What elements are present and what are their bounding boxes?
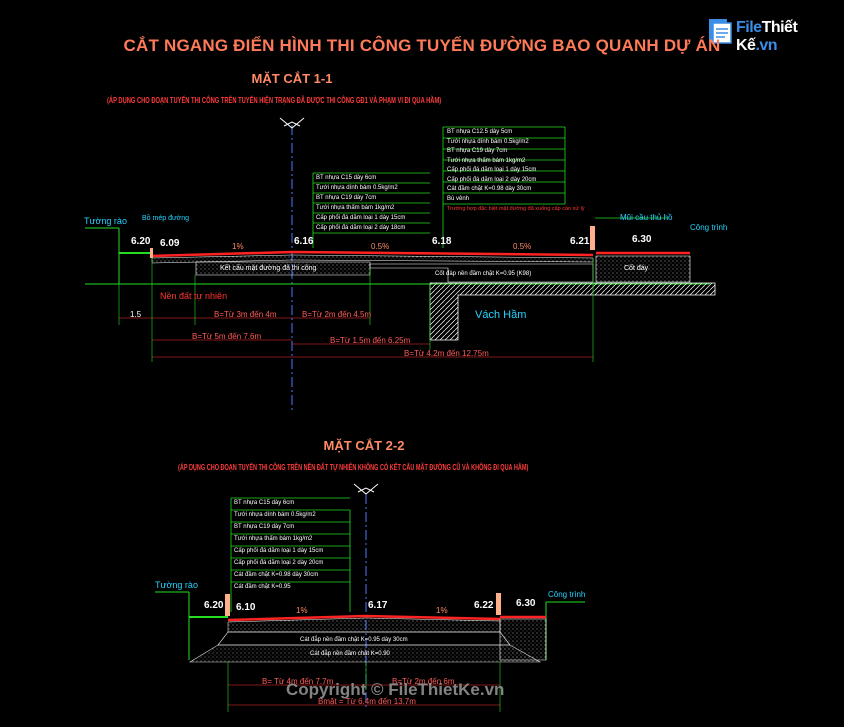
section2-fill-2: Cát đắp nền đầm chặt K=0.90 — [310, 651, 390, 657]
section2-title: MẶT CẮT 2-2 — [323, 438, 405, 453]
section2-fill-1: Cát đắp nền đầm chặt K=0.95 dày 30cm — [300, 637, 408, 643]
section1-slope-1: 1% — [232, 242, 244, 251]
section2-elev-3: 6.17 — [368, 600, 388, 611]
section2-slope-1: 1% — [296, 606, 308, 615]
drawing-title: CẮT NGANG ĐIỂN HÌNH THI CÔNG TUYẾN ĐƯỜNG… — [123, 36, 721, 55]
section2-elev-5: 6.30 — [516, 598, 536, 609]
layer-note: Cấp phối đá dăm loại 1 dày 15cm — [234, 548, 324, 554]
section1-leaders-right — [442, 126, 668, 248]
site-logo: FileThiết Kế.vn — [706, 15, 826, 54]
layer-note: Cấp phối đá dăm loại 2 dày 20cm — [447, 176, 537, 183]
section2-label-cong-trinh: Công trình — [548, 590, 586, 599]
section1-label-mui-cau: Mũi cầu thủ hồ — [620, 213, 673, 222]
section2-dim-3: Bmặt = Từ 6.4m đến 13.7m — [318, 697, 416, 706]
section2-road-surface — [227, 614, 501, 622]
section1-elev-6: 6.30 — [632, 234, 652, 245]
logo-icon — [709, 19, 732, 44]
section1-label-nen-dat: Nền đất tự nhiên — [160, 291, 228, 301]
section1-elev-3: 6.16 — [294, 236, 314, 247]
section2-elev-4: 6.22 — [474, 600, 494, 611]
layer-note: Cấp phối đá dăm loại 2 dày 20cm — [234, 560, 324, 566]
section1-centerline-symbol — [279, 117, 305, 129]
section1-elev-2: 6.09 — [160, 238, 180, 249]
section1-label-bo-mep: Bồ mép đường — [142, 215, 190, 222]
layer-note: Tưới nhựa dính bám 0.5kg/m2 — [316, 185, 398, 191]
layer-note: BT nhựa C19 dày 7cm — [316, 195, 377, 201]
layer-note: Bù vênh — [447, 195, 470, 202]
section2-centerline-symbol — [353, 483, 379, 495]
layer-note: BT nhựa C19 dày 7cm — [234, 524, 295, 530]
section1-dim-1: 1.5 — [130, 310, 142, 319]
section1-dim-4: B=Từ 5m đến 7.6m — [192, 332, 262, 341]
section1-dim-5: B=Từ 1.5m đến 6.25m — [330, 336, 411, 345]
section2-pavement — [227, 617, 501, 633]
section1-label-cot-nen: Cốt đáy — [624, 265, 649, 272]
copyright-watermark: Copyright © FileThietKe.vn — [286, 680, 505, 699]
layer-note: Tưới nhựa dính bám 0.5kg/m2 — [447, 138, 529, 145]
layer-note: Cấp phối đá dăm loại 1 dày 15cm — [316, 215, 406, 221]
section1-dim-2: B=Từ 3m đến 4m — [214, 310, 277, 319]
section1-road-surface — [149, 250, 594, 258]
section1-tunnel-wall — [429, 282, 716, 341]
layer-note: Tưới nhựa thấm bám 1kg/m2 — [316, 205, 395, 211]
layer-note: Cát đầm chặt K=0.98 dày 30cm — [447, 186, 532, 192]
section2-elev-2: 6.10 — [236, 602, 256, 613]
layer-note: Cấp phối đá dăm loại 1 dày 15cm — [447, 167, 537, 173]
section2-dim-1: B= Từ 4m đến 7.7m — [262, 677, 334, 686]
section2-slope-2: 1% — [436, 606, 448, 615]
section1-elev-5: 6.21 — [570, 236, 590, 247]
section2-elev-1: 6.20 — [204, 600, 224, 611]
logo-text: FileThiết Kế.vn — [736, 19, 798, 54]
layer-note: BT nhựa C19 dày 7cm — [447, 148, 508, 154]
section1-dimensions — [119, 317, 593, 358]
section2-label-tuong-rao: Tường rào — [155, 580, 198, 590]
section1-slope-2: 0.5% — [371, 242, 390, 251]
layer-note: Tưới nhựa thấm bám 1kg/m2 — [234, 536, 313, 542]
layer-note: Cát đầm chặt K=0.98 dày 30cm — [234, 572, 319, 578]
section1-label-tuong-rao: Tường rào — [84, 216, 127, 226]
section1-label-cot-day: Cốt đáp nền đầm chặt K=0.95 (K98) — [435, 271, 532, 277]
section1-dim-3: B=Từ 2m đến 4.5m — [302, 310, 372, 319]
section1-subtitle: (ÁP DỤNG CHO ĐOẠN TUYẾN THI CÔNG TRÊN TU… — [107, 96, 442, 105]
section1-label-ket-cau: Kết cấu mặt đường đã thi công — [220, 265, 317, 272]
section1-note-red: Trường hợp đặc biệt mặt đường đã xuống c… — [447, 206, 585, 212]
layer-note: BT nhựa C12.5 dày 5cm — [447, 129, 513, 135]
layer-note: Tưới nhựa thấm bám 1kg/m2 — [447, 157, 526, 164]
layer-note: Cấp phối đá dăm loại 2 dày 18cm — [316, 225, 406, 231]
layer-note: BT nhựa C15 dày 6cm — [234, 500, 295, 506]
section2-dimensions — [228, 684, 500, 706]
section1-elev-1: 6.20 — [131, 236, 151, 247]
section1-label-vach-ham: Vách Hầm — [475, 309, 527, 321]
section2-leaders — [230, 497, 351, 612]
layer-note: Cát đầm chặt K=0.95 — [234, 584, 291, 590]
layer-note: BT nhựa C15 dày 6cm — [316, 175, 377, 181]
layer-note: Tưới nhựa dính bám 0.5kg/m2 — [234, 512, 316, 518]
section1-slope-3: 0.5% — [513, 242, 532, 251]
section1-label-cong-trinh: Công trình — [690, 223, 728, 232]
section1-title: MẶT CẮT 1-1 — [251, 71, 333, 86]
section2-subtitle: (ÁP DỤNG CHO ĐOẠN TUYẾN THI CÔNG TRÊN NỀ… — [178, 463, 529, 472]
section1-elev-4: 6.18 — [432, 236, 452, 247]
section2-dim-2: B=Từ 2m đến 6m — [392, 677, 455, 686]
section1-leaders-center — [312, 172, 430, 248]
section1-dim-6: B=Từ 4.2m đến 12.75m — [404, 349, 489, 358]
